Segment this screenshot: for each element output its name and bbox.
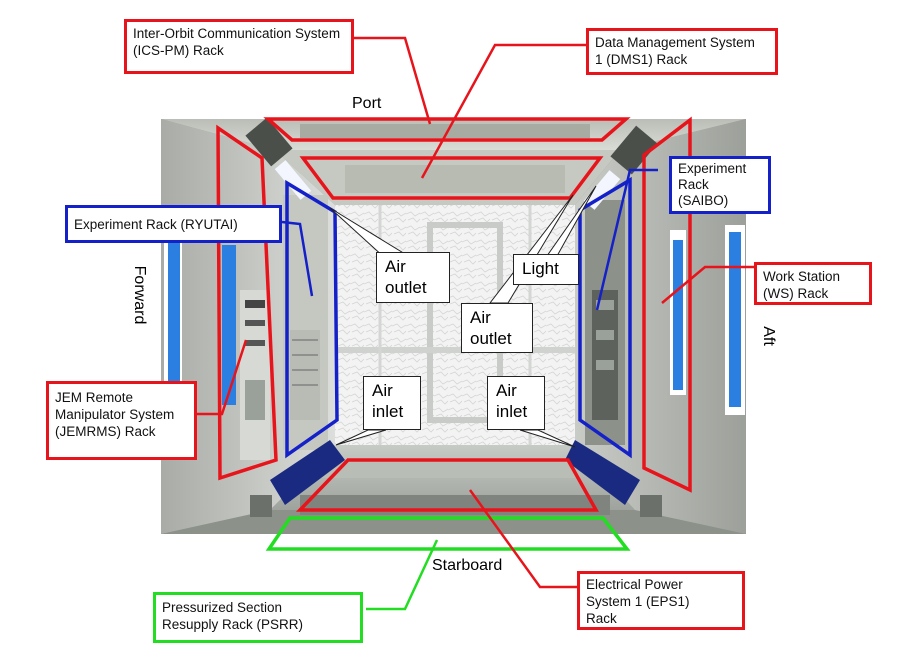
eps1-rack-label: Electrical Power System 1 (EPS1) Rack (577, 571, 745, 630)
dms1-rack-outline (299, 156, 604, 200)
ics-pm-rack-label: Inter-Orbit Communication System (ICS-PM… (124, 19, 354, 74)
air-inlet-right-pointer (519, 429, 576, 448)
aft-direction-label: Aft (760, 326, 777, 346)
ryutai-rack-label: Experiment Rack (RYUTAI) (65, 205, 282, 243)
jemrms-rack-label: JEM Remote Manipulator System (JEMRMS) R… (46, 381, 197, 460)
starboard-outer (161, 510, 746, 534)
air-inlet-left-callout: Air inlet (363, 376, 421, 430)
saibo-rack-label: Experiment Rack (SAIBO) (669, 156, 771, 214)
ics-pm-rack-outline (263, 117, 631, 142)
air-outlet-left-callout: Air outlet (376, 252, 450, 303)
ws-leader (661, 265, 754, 304)
psrr-rack-outline (265, 516, 631, 551)
forward-direction-label: Forward (131, 265, 148, 325)
ws-rack-label: Work Station (WS) Rack (754, 262, 872, 305)
dms1-rack-label: Data Management System 1 (DMS1) Rack (586, 28, 778, 75)
air-inlet-right-callout: Air inlet (487, 376, 545, 430)
dms1-leader (420, 43, 586, 179)
ws-rack-outline (642, 116, 692, 493)
starboard-direction-label: Starboard (432, 557, 503, 574)
jemrms-leader (197, 339, 248, 416)
psrr-leader (366, 539, 439, 611)
eps1-rack-outline (295, 458, 599, 512)
ryutai-leader (281, 220, 314, 297)
ics-pm-leader (354, 36, 432, 125)
eps1-leader (468, 489, 577, 589)
light-callout: Light (513, 254, 579, 285)
saibo-rack-outline (578, 176, 632, 459)
port-direction-label: Port (352, 95, 382, 112)
air-inlet-left-pointer (335, 429, 387, 446)
saibo-leader (595, 168, 658, 311)
ryutai-rack-outline (285, 179, 339, 459)
air-outlet-right-callout: Air outlet (461, 303, 533, 353)
psrr-rack-label: Pressurized Section Resupply Rack (PSRR) (153, 592, 363, 643)
jemrms-rack-outline (216, 124, 278, 481)
